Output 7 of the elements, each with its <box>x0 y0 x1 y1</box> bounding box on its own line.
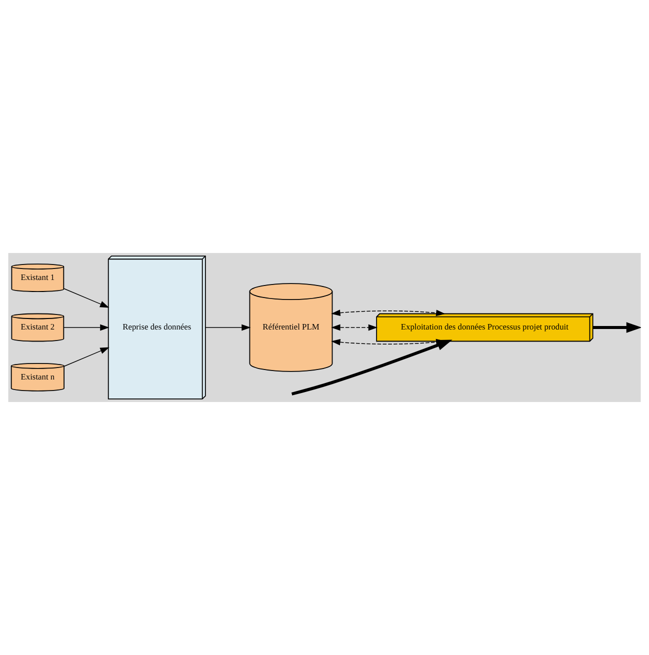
arrow <box>63 288 110 308</box>
arrow <box>592 322 641 333</box>
arrow <box>63 324 110 331</box>
arrow <box>331 310 446 316</box>
arrow <box>205 324 251 331</box>
arrow <box>64 347 110 367</box>
arrow <box>331 324 378 331</box>
